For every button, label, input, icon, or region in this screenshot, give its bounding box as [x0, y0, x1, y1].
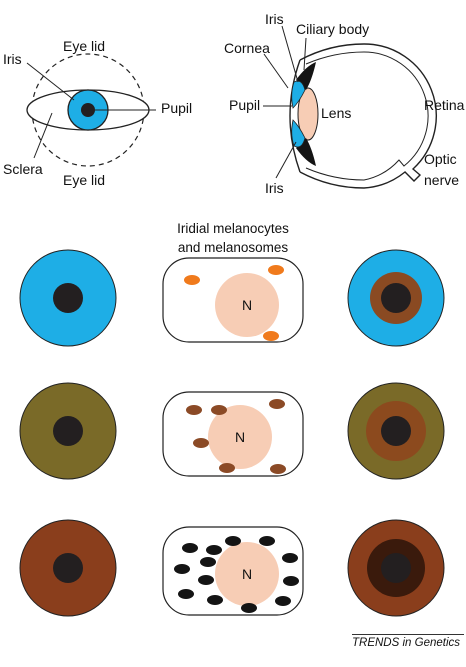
brown-melanosome: [225, 536, 241, 546]
side-iris-top: [291, 80, 306, 109]
brown-melanosome: [174, 564, 190, 574]
front-pupil-label: Pupil: [161, 100, 192, 116]
journal-credit: TRENDS in Genetics: [352, 637, 461, 649]
front-iris-label: Iris: [3, 51, 22, 67]
sclera-leader: [33, 112, 53, 159]
front-view-eye: Iris Eye lid Pupil Sclera Eye lid: [3, 38, 192, 188]
retina-label: Retina: [424, 97, 465, 113]
green-melanosome: [219, 463, 235, 473]
brown-melanosome: [178, 589, 194, 599]
blue-melanosome: [184, 275, 200, 285]
side-iris-top-leader: [281, 25, 299, 83]
cornea: [289, 59, 301, 173]
blue-melanosome: [268, 265, 284, 275]
green-melanosome: [186, 405, 202, 415]
ciliary-leader: [303, 37, 307, 71]
brown-melanosome: [241, 603, 257, 613]
brown-melanosome: [198, 575, 214, 585]
row-green: N: [19, 382, 445, 480]
green-eye-left-pupil: [53, 416, 83, 446]
blue-nucleus-label: N: [242, 297, 252, 313]
melanocyte-header-line1: Iridial melanocytes: [177, 221, 289, 236]
green-nucleus: [208, 405, 272, 469]
brown-melanosome: [282, 553, 298, 563]
blue-nucleus: [215, 273, 279, 337]
front-eye-lid-bottom-label: Eye lid: [63, 172, 105, 188]
brown-eye-left-pupil: [53, 553, 83, 583]
side-iris-bottom: [291, 119, 306, 148]
brown-melanosome: [182, 543, 198, 553]
brown-melanosome: [207, 595, 223, 605]
brown-melanosome: [200, 557, 216, 567]
lens: [297, 87, 319, 141]
front-sclera-label: Sclera: [3, 161, 43, 177]
eye-globe: [299, 43, 437, 189]
blue-eye-left-pupil: [53, 283, 83, 313]
brown-melanosome: [259, 536, 275, 546]
green-melanosome: [270, 464, 286, 474]
lens-label: Lens: [321, 105, 351, 121]
side-iris-bottom-label: Iris: [265, 180, 284, 196]
front-eye-lid-top-label: Eye lid: [63, 38, 105, 54]
cornea-label: Cornea: [224, 40, 270, 56]
optic-nerve-label-line2: nerve: [424, 172, 459, 188]
melanocyte-header-line2: and melanosomes: [178, 240, 289, 255]
blue-melanosome: [263, 331, 279, 341]
green-melanosome: [211, 405, 227, 415]
brown-melanosome: [206, 545, 222, 555]
blue-eye-right-pupil: [381, 283, 411, 313]
cornea-leader: [263, 53, 289, 89]
brown-nucleus: [215, 542, 279, 606]
iris-leader: [26, 62, 75, 101]
brown-eye-right-pupil: [381, 553, 411, 583]
ciliary-body-label: Ciliary body: [296, 21, 369, 37]
green-eye-right-pupil: [381, 416, 411, 446]
green-nucleus-label: N: [235, 429, 245, 445]
front-pupil: [81, 103, 95, 117]
brown-melanosome: [275, 596, 291, 606]
side-iris-bottom-leader: [275, 141, 297, 179]
optic-nerve-label-line1: Optic: [424, 151, 457, 167]
green-melanosome: [269, 399, 285, 409]
brown-nucleus-label: N: [242, 566, 252, 582]
side-view-eye: Iris Ciliary body Cornea Pupil Lens Reti…: [224, 11, 465, 196]
row-blue: N: [19, 249, 445, 347]
side-iris-top-label: Iris: [265, 11, 284, 27]
green-melanosome: [193, 438, 209, 448]
retina-layer: [305, 51, 429, 181]
brown-melanosome: [283, 576, 299, 586]
row-brown: N: [19, 519, 445, 617]
side-pupil-label: Pupil: [229, 97, 260, 113]
credit-rule: [352, 634, 464, 635]
